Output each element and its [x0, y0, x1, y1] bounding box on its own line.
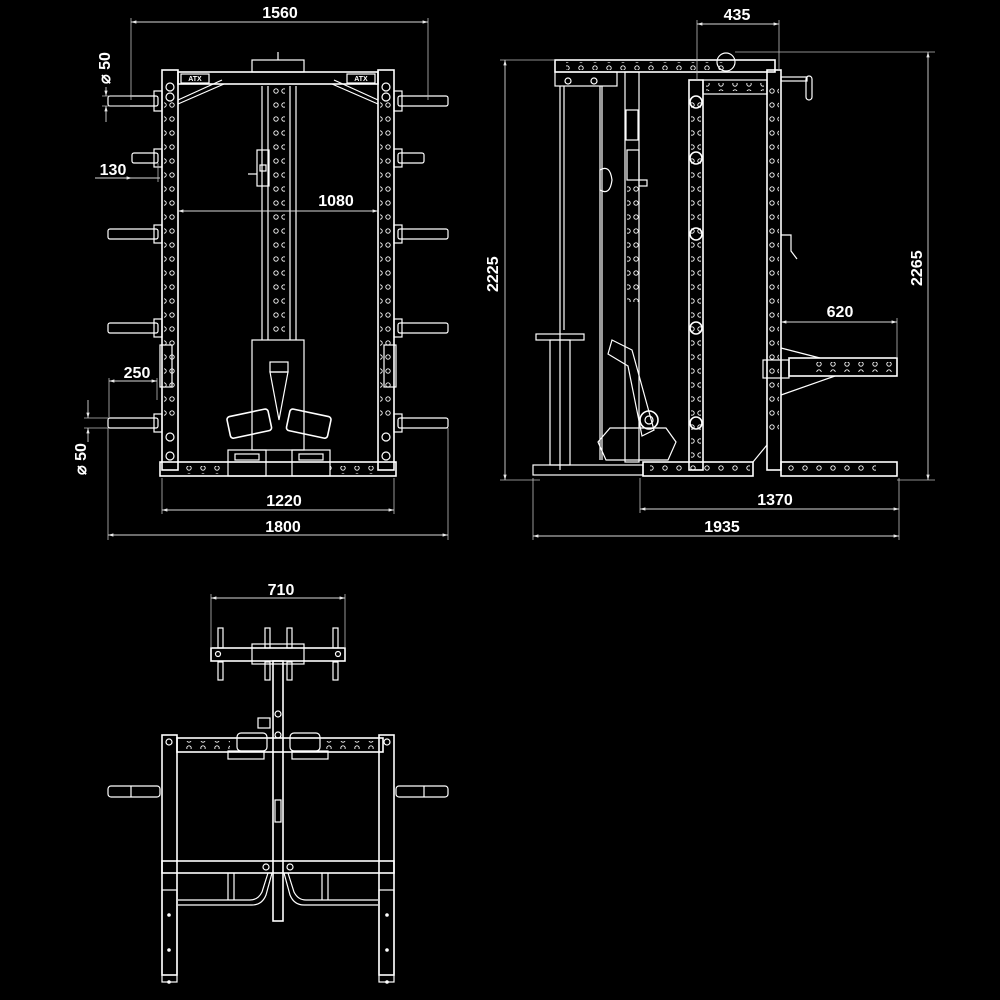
dim-2265: 2265: [909, 250, 926, 286]
top-view-left-peg: [107, 785, 161, 798]
top-pulley: [716, 52, 736, 72]
top-view-right-peg: [395, 785, 449, 798]
left-upright: [161, 69, 179, 471]
right-leg-pad: [285, 408, 332, 439]
brand-logo-right: [346, 73, 376, 84]
right-foot-bar: [283, 872, 378, 906]
brand-logo-left: [180, 73, 210, 84]
left-foot-bar: [178, 872, 273, 906]
spotter-arm: [788, 357, 898, 377]
top-dimensions: 710: [210, 582, 346, 648]
brand-logo-text-left: ATX: [188, 76, 202, 83]
front-dimensions: 1560 1080 130 ⌀ 50 250 ⌀ 50 1220: [73, 5, 449, 540]
left-upright-holes: [164, 100, 176, 420]
dim-1370: 1370: [757, 492, 793, 509]
left-leg-pad: [226, 408, 273, 439]
dim-710: 710: [268, 582, 295, 599]
top-view: 710: [107, 582, 449, 984]
cable-pulley-block: [599, 167, 613, 193]
dim-130: 130: [100, 162, 127, 179]
dim-diameter-50-bottom: ⌀ 50: [73, 443, 90, 475]
dim-1560: 1560: [262, 5, 298, 22]
dim-2225: 2225: [485, 256, 502, 292]
side-base-front: [642, 461, 754, 477]
leg-roller: [639, 410, 659, 430]
right-weight-pegs: [383, 90, 449, 433]
cable-carriage: [256, 149, 270, 187]
front-view: ATX ATX: [73, 5, 449, 540]
leg-lever-arm: [607, 339, 655, 437]
center-column-holes: [273, 88, 285, 338]
dim-620: 620: [827, 304, 854, 321]
weight-stack: [251, 339, 305, 451]
dim-1935: 1935: [704, 519, 740, 536]
center-spine: [272, 660, 284, 922]
left-weight-pegs: [107, 90, 173, 433]
dim-diameter-50-top: ⌀ 50: [97, 52, 114, 84]
brand-logo-text-right: ATX: [354, 76, 368, 83]
dim-435: 435: [724, 7, 751, 24]
leg-extension-plate: [597, 427, 677, 461]
plate-holder-bar: [210, 647, 346, 662]
dim-1220: 1220: [266, 493, 302, 510]
top-pulley-housing: [251, 59, 305, 73]
dim-250: 250: [124, 365, 151, 382]
side-rear-upright: [766, 69, 782, 471]
top-view-left-base-leg: [161, 889, 178, 983]
top-view-lower-crossbeam: [161, 860, 395, 874]
j-hook: [781, 234, 798, 260]
right-footplate: [291, 449, 331, 477]
front-base: [159, 461, 397, 477]
top-view-left-upright: [161, 734, 178, 976]
side-top-beam: [554, 59, 776, 73]
dim-1800: 1800: [265, 519, 301, 536]
top-view-right-upright: [378, 734, 395, 976]
side-brand-logo: [625, 109, 639, 141]
top-view-right-base-leg: [378, 889, 395, 983]
side-dimensions: 435 2225 2265 620 1370 1935: [485, 7, 935, 540]
right-upright: [377, 69, 395, 471]
dim-1080: 1080: [318, 193, 354, 210]
side-view: 435 2225 2265 620 1370 1935: [485, 7, 935, 540]
right-upright-holes: [380, 100, 392, 420]
side-base-rear: [780, 461, 898, 477]
left-footplate: [227, 449, 267, 477]
